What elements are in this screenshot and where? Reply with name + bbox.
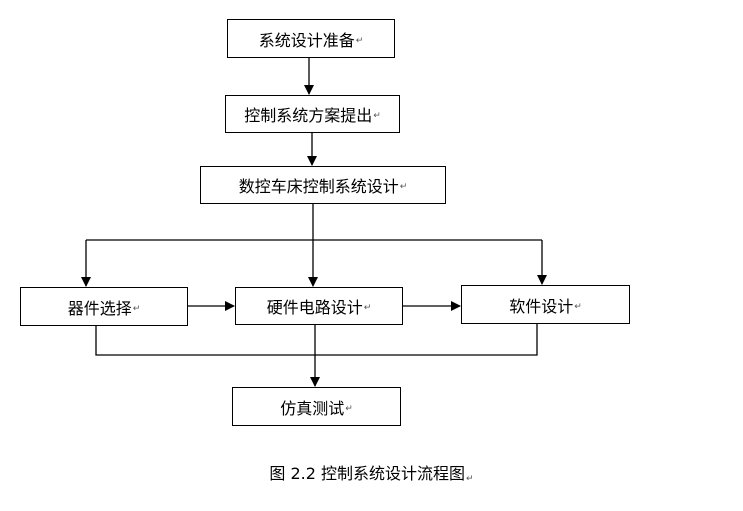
node-component-selection: 器件选择↵ bbox=[20, 287, 188, 326]
node-label: 系统设计准备 bbox=[258, 30, 355, 50]
node-label: 数控车床控制系统设计 bbox=[238, 177, 399, 196]
node-label: 器件选择 bbox=[67, 298, 132, 318]
node-simulation-test: 仿真测试↵ bbox=[232, 387, 401, 426]
node-system-design-prep: 系统设计准备↵ bbox=[227, 19, 395, 58]
paragraph-mark-icon: ↵ bbox=[373, 111, 381, 121]
node-label: 软件设计 bbox=[509, 296, 574, 316]
paragraph-mark-icon: ↵ bbox=[363, 303, 372, 313]
paragraph-mark-icon: ↵ bbox=[355, 35, 364, 46]
caption-text: 图 2.2 控制系统设计流程图 bbox=[269, 464, 466, 483]
node-hardware-circuit-design: 硬件电路设计↵ bbox=[235, 287, 403, 325]
node-software-design: 软件设计↵ bbox=[461, 285, 630, 324]
paragraph-mark-icon: ↵ bbox=[399, 182, 408, 192]
paragraph-mark-icon: ↵ bbox=[574, 301, 582, 312]
paragraph-mark-icon: ↵ bbox=[132, 303, 141, 314]
paragraph-mark-icon: ↵ bbox=[466, 474, 474, 484]
paragraph-mark-icon: ↵ bbox=[345, 403, 353, 414]
merge-line bbox=[95, 324, 538, 356]
node-label: 硬件电路设计 bbox=[266, 298, 363, 317]
node-control-scheme: 控制系统方案提出↵ bbox=[225, 95, 400, 133]
node-label: 仿真测试 bbox=[280, 398, 345, 418]
node-cnc-control-design: 数控车床控制系统设计↵ bbox=[200, 166, 446, 204]
figure-caption: 图 2.2 控制系统设计流程图↵ bbox=[0, 460, 743, 484]
node-label: 控制系统方案提出 bbox=[244, 106, 373, 125]
